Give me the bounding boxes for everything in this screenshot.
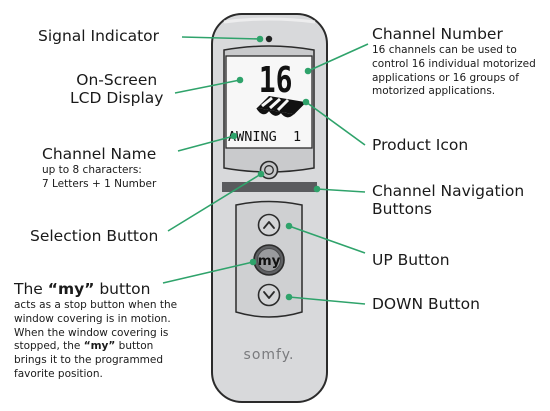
remote-control: 16 AWNING 1 my [211, 13, 328, 403]
label-channel-navigation: Channel Navigation Buttons [372, 182, 525, 219]
lcd-channel-name: AWNING 1 [228, 129, 301, 145]
label-my-title-bold: “my” [47, 280, 95, 298]
label-channel-name-desc-2: 7 Letters + 1 Number [42, 177, 157, 190]
label-up-button: UP Button [372, 251, 450, 269]
label-my-desc-4-bold: “my” [83, 340, 116, 353]
label-my-desc-1: acts as a stop button when the [14, 298, 178, 311]
label-product-icon: Product Icon [372, 136, 469, 154]
label-channel-number-desc-4: motorized applications. [372, 85, 496, 98]
label-my-desc-5: brings it to the programmed [14, 354, 164, 367]
label-signal-indicator: Signal Indicator [38, 27, 160, 45]
up-button[interactable] [257, 213, 281, 237]
label-channel-number: Channel Number 16 channels can be used t… [372, 25, 536, 99]
label-channel-number-desc-2: control 16 individual motorized [372, 57, 536, 70]
label-my-desc-6: favorite position. [14, 368, 103, 381]
callout-signal [181, 36, 261, 40]
label-lcd-line-2: LCD Display [70, 88, 164, 107]
callout-up [288, 225, 366, 254]
label-my-desc-3: When the window covering is [14, 326, 169, 339]
awning-icon [256, 96, 306, 118]
callout-selection [167, 173, 262, 232]
selection-button[interactable] [259, 160, 279, 180]
callout-down [288, 296, 366, 305]
label-my-title-prefix: The [14, 280, 48, 298]
label-channel-name-desc-1: up to 8 characters: [42, 163, 142, 176]
callout-lcd [174, 79, 241, 94]
label-my-desc-4-suffix: button [115, 340, 154, 353]
label-my-button-title: The “my” button [14, 280, 177, 299]
callout-channel-number [307, 43, 369, 72]
callout-product [305, 101, 366, 146]
label-my-button: The “my” button acts as a stop button wh… [14, 280, 178, 382]
label-channel-name: Channel Name up to 8 characters: 7 Lette… [42, 145, 157, 192]
callout-my [162, 261, 254, 284]
channel-navigation-bar[interactable] [222, 182, 317, 192]
label-channel-number-desc-1: 16 channels can be used to [372, 43, 517, 56]
my-button[interactable]: my [253, 244, 285, 276]
label-my-desc-2: window covering is in motion. [14, 312, 171, 325]
remote-top-shade [223, 17, 316, 24]
chevron-down-icon [263, 291, 275, 299]
signal-dot-icon [265, 35, 273, 43]
label-my-desc-4: stopped, the “my” button [14, 340, 177, 354]
label-my-title-suffix: button [94, 280, 151, 298]
label-down-button: DOWN Button [372, 295, 480, 313]
callout-channel-name [177, 135, 235, 152]
label-channel-number-title: Channel Number [372, 25, 503, 43]
my-button-label: my [258, 253, 281, 269]
callout-navigation [316, 188, 366, 193]
label-selection-button: Selection Button [30, 227, 159, 245]
callout-lines [162, 35, 369, 305]
lcd-channel-number: 16 [259, 59, 293, 101]
label-my-desc-4-prefix: stopped, the [14, 340, 84, 353]
label-channel-name-title: Channel Name [42, 145, 157, 163]
label-lcd-display: On-Screen LCD Display [70, 71, 164, 108]
chevron-up-icon [263, 221, 275, 229]
label-channel-navigation-2: Buttons [372, 199, 432, 218]
label-channel-navigation-1: Channel Navigation [372, 182, 525, 200]
down-button[interactable] [257, 283, 281, 307]
label-channel-number-desc-3: applications or 16 groups of [372, 71, 519, 84]
selection-button-inner [264, 165, 274, 175]
label-lcd-line-1: On-Screen [76, 71, 158, 89]
somfy-logo: somfy. [244, 347, 295, 363]
